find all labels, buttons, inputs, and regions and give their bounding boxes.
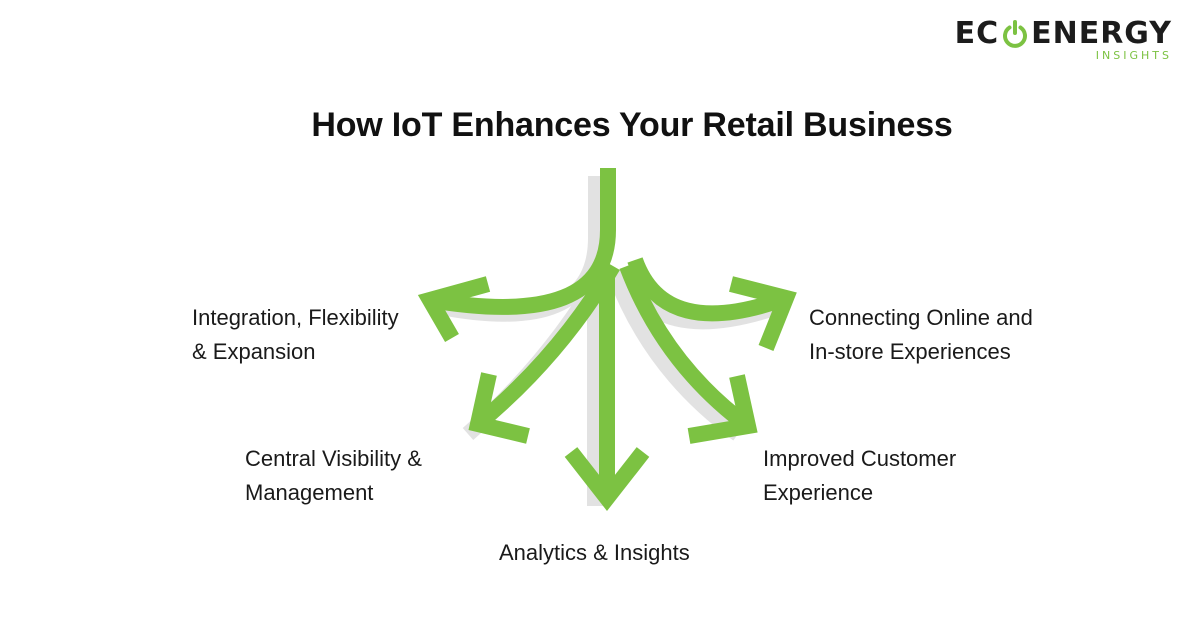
logo-wordmark: EC ENERGY — [955, 16, 1172, 52]
label-customer-line-1: Improved Customer — [763, 446, 957, 471]
eco-energy-logo: EC ENERGY INSIGHTS — [942, 16, 1172, 66]
label-customer-line-2: Experience — [763, 480, 874, 505]
logo-subtitle: INSIGHTS — [1095, 49, 1172, 62]
arrowhead-integration — [417, 276, 491, 343]
logo-text-eco: EC — [954, 16, 1000, 51]
label-integration-line-1: Integration, Flexibility — [192, 305, 399, 330]
arrowhead-analytics — [564, 447, 650, 511]
arrow-customer — [619, 263, 753, 433]
arrowhead-central — [468, 372, 530, 444]
label-integration-line-2: & Expansion — [192, 339, 316, 364]
label-central-line-2: Management — [245, 480, 374, 505]
arrow-integration — [428, 229, 616, 315]
label-connecting-online: Connecting Online and In-store Experienc… — [809, 301, 1033, 369]
shadow-customer — [607, 271, 743, 441]
label-central-visibility: Central Visibility & Management — [245, 442, 422, 510]
label-analytics: Analytics & Insights — [499, 536, 690, 570]
label-connecting-line-2: In-store Experiences — [809, 339, 1011, 364]
arrow-connecting — [627, 257, 789, 322]
label-connecting-line-1: Connecting Online and — [809, 305, 1033, 330]
label-central-line-1: Central Visibility & — [245, 446, 422, 471]
arrowhead-customer — [687, 374, 758, 444]
page-title: How IoT Enhances Your Retail Business — [311, 106, 953, 144]
label-analytics-line-1: Analytics & Insights — [499, 540, 690, 565]
power-icon — [1003, 20, 1028, 48]
logo-text-energy: ENERGY — [1031, 16, 1172, 51]
arrowhead-connecting — [729, 276, 797, 351]
label-customer-experience: Improved Customer Experience — [763, 442, 956, 510]
arrows — [417, 168, 797, 511]
label-integration: Integration, Flexibility & Expansion — [192, 301, 399, 369]
